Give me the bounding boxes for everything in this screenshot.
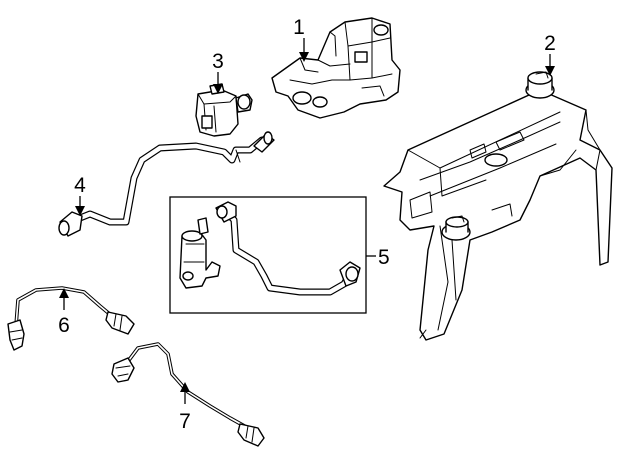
part-3-purge-valve — [195, 83, 253, 137]
part-5-inset — [169, 196, 367, 314]
part-6-oxygen-sensor — [7, 286, 135, 351]
callout-2: 2 — [544, 32, 556, 76]
callout-label-2: 2 — [544, 32, 556, 55]
callout-7: 7 — [179, 382, 191, 433]
callout-5: 5 — [366, 246, 390, 269]
inset-frame — [169, 196, 367, 314]
part-4-vent-hose — [58, 131, 275, 237]
callout-3: 3 — [212, 50, 224, 94]
callout-label-7: 7 — [179, 410, 191, 433]
part-1-canister — [271, 17, 401, 119]
callout-label-1: 1 — [293, 16, 305, 39]
callout-label-6: 6 — [58, 314, 70, 337]
callout-6: 6 — [58, 288, 70, 337]
callout-label-5: 5 — [378, 246, 390, 269]
callout-4: 4 — [74, 174, 86, 216]
part-2-bracket — [383, 71, 613, 341]
callout-label-3: 3 — [212, 50, 224, 73]
callout-label-4: 4 — [74, 174, 86, 197]
part-7-oxygen-sensor — [111, 342, 265, 447]
callout-1: 1 — [293, 16, 309, 62]
